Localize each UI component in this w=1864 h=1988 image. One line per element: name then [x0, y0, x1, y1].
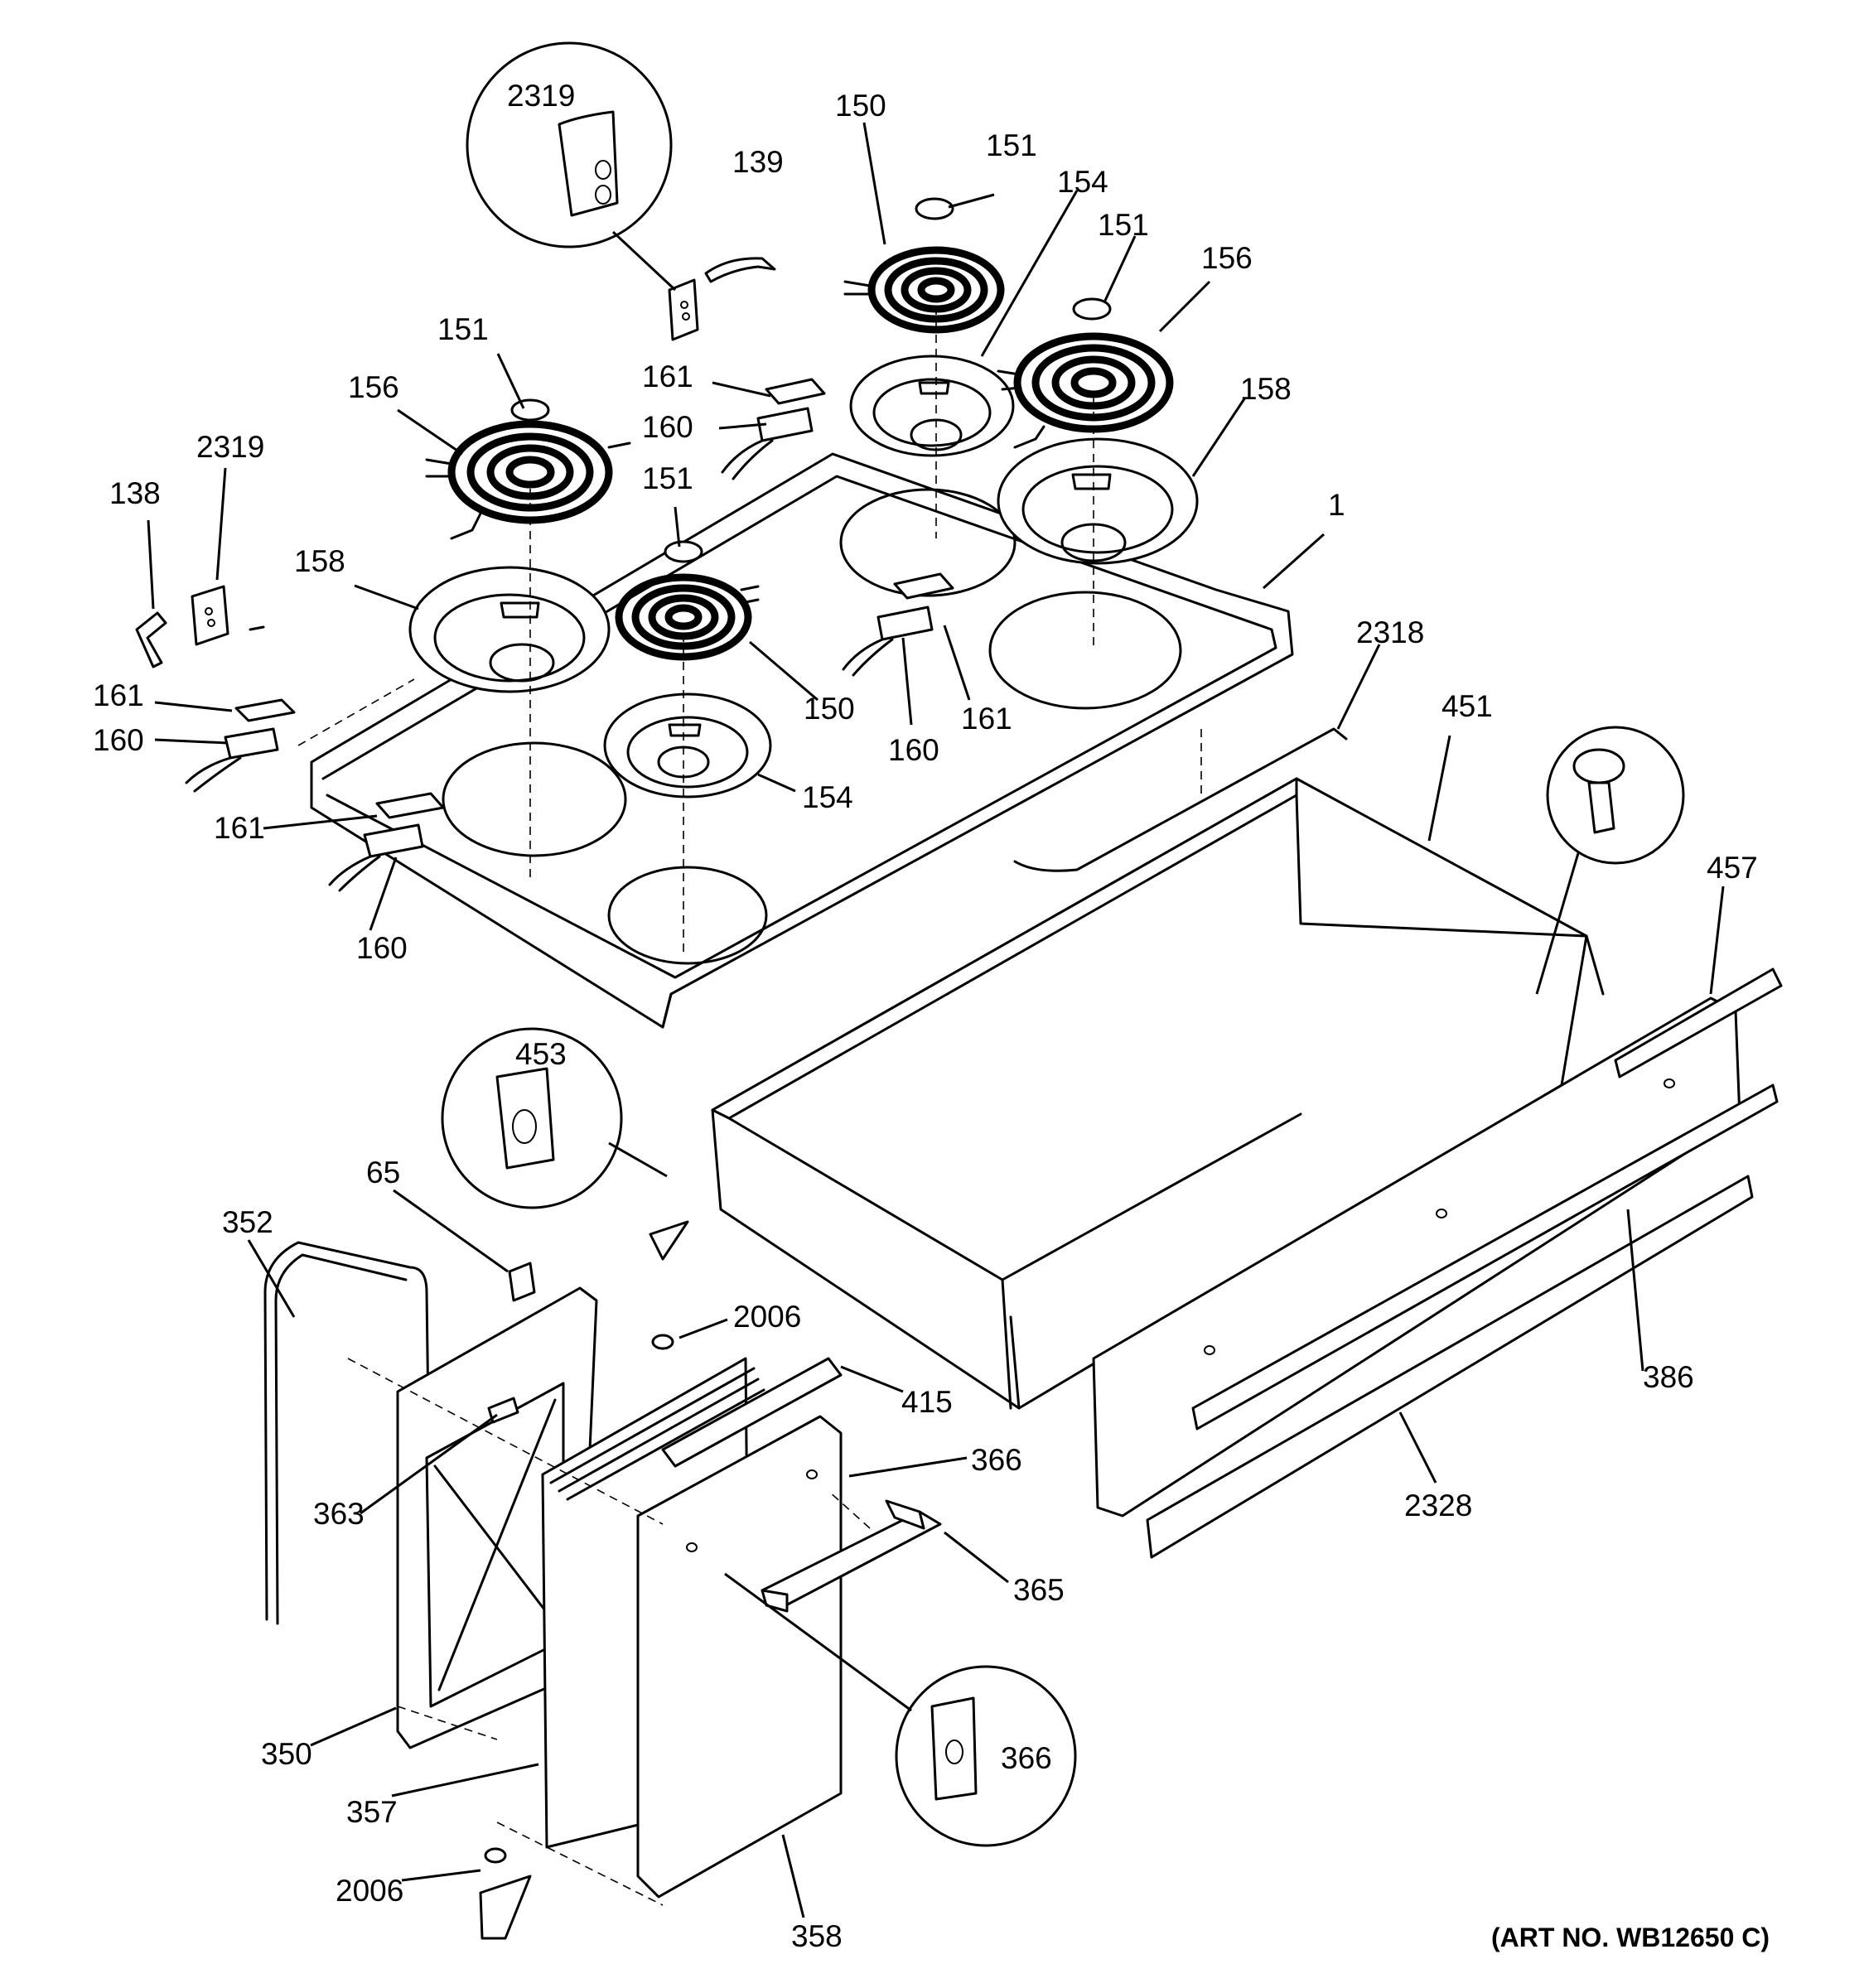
callout-160-left: 160: [93, 723, 144, 757]
callout-161-mid: 161: [642, 359, 693, 393]
bracket-138: [135, 611, 167, 668]
callout-161-left: 161: [93, 678, 144, 712]
callout-160-mid: 160: [642, 410, 693, 444]
callout-158-left: 158: [294, 544, 345, 578]
assembly-guide-lines: [297, 306, 1202, 1906]
receptacle-assembly-mid: [721, 378, 826, 480]
drawer-rod-2318: [1013, 727, 1348, 872]
drawer-front-457: [1092, 967, 1783, 1559]
receptacle-assembly-left: [185, 698, 296, 793]
callout-358: 358: [791, 1919, 843, 1953]
detail-circle-453: [441, 1027, 668, 1209]
callout-labels: 2319 139 150 151 154 151 156 151 156 231…: [93, 79, 1770, 1953]
callout-451: 451: [1441, 689, 1493, 723]
hinge-2006-top: [649, 1220, 689, 1350]
detail-circle-screw: [1535, 726, 1685, 995]
surface-unit-large-right: [997, 297, 1174, 449]
callout-366-top: 366: [971, 1443, 1022, 1477]
drip-bowl-small-mid: [603, 692, 772, 799]
door-panel-358: [636, 1415, 843, 1899]
callout-357: 357: [346, 1795, 398, 1829]
callout-352: 352: [222, 1205, 273, 1239]
callout-161-right: 161: [961, 702, 1012, 736]
drip-bowl-small-top: [849, 355, 1015, 457]
cooktop-panel: [310, 452, 1294, 1029]
drawer-body: [711, 777, 1605, 1410]
callout-154-top: 154: [1057, 165, 1108, 199]
surface-unit-large-left: [425, 398, 631, 540]
callout-1: 1: [1328, 488, 1345, 522]
surface-unit-small-top: [843, 197, 1005, 334]
callout-350: 350: [261, 1737, 312, 1771]
callout-2006-bottom: 2006: [336, 1874, 403, 1908]
callout-158-right: 158: [1240, 372, 1292, 406]
callout-2319-top: 2319: [507, 79, 575, 113]
shield-2319-top: [668, 278, 699, 341]
callout-161-low: 161: [214, 811, 265, 845]
callout-363: 363: [313, 1497, 365, 1531]
door-bracket-415: [661, 1357, 843, 1468]
drip-bowl-large-right: [997, 437, 1199, 565]
callout-365: 365: [1013, 1573, 1065, 1607]
hinge-2006-bottom: [479, 1847, 532, 1940]
callout-139: 139: [732, 145, 784, 179]
door-gasket-352: [263, 1241, 432, 1625]
callout-453: 453: [515, 1037, 567, 1071]
callout-2328: 2328: [1404, 1489, 1472, 1522]
callout-366-circle: 366: [1001, 1741, 1052, 1775]
callout-151-left: 151: [437, 312, 489, 346]
receptacle-assembly-low: [328, 792, 445, 892]
drip-bowl-large-left: [408, 566, 611, 693]
callout-156-left: 156: [348, 370, 399, 404]
surface-unit-small-mid: [615, 540, 760, 661]
detail-circle-366: [724, 1572, 1077, 1847]
callout-138: 138: [109, 476, 161, 510]
callout-2319-left: 2319: [196, 430, 264, 464]
door-handle-365: [761, 1499, 942, 1613]
leader-lines: [147, 122, 1725, 1918]
callout-151-right: 151: [1098, 208, 1149, 242]
shield-2319-left: [191, 585, 265, 646]
receptacle-assembly-right: [842, 572, 954, 677]
bracket-139: [704, 257, 776, 283]
callout-457: 457: [1707, 851, 1758, 885]
callout-160-low: 160: [356, 931, 408, 965]
callout-150-mid: 150: [804, 692, 855, 726]
hinge-bracket-65: [508, 1262, 536, 1302]
callout-154-mid: 154: [802, 780, 853, 814]
callout-160-right: 160: [888, 733, 939, 767]
callout-2318: 2318: [1356, 615, 1424, 649]
detail-circle-2319: [466, 41, 677, 292]
callout-415: 415: [901, 1385, 953, 1419]
callout-65: 65: [366, 1156, 400, 1189]
callout-386: 386: [1643, 1360, 1694, 1394]
callout-2006-top: 2006: [733, 1300, 801, 1334]
art-number: (ART NO. WB12650 C): [1491, 1923, 1770, 1952]
callout-151-top: 151: [986, 128, 1037, 162]
callout-151-mid: 151: [642, 461, 693, 495]
callout-156-right: 156: [1201, 241, 1253, 275]
callout-150-top: 150: [835, 89, 886, 123]
